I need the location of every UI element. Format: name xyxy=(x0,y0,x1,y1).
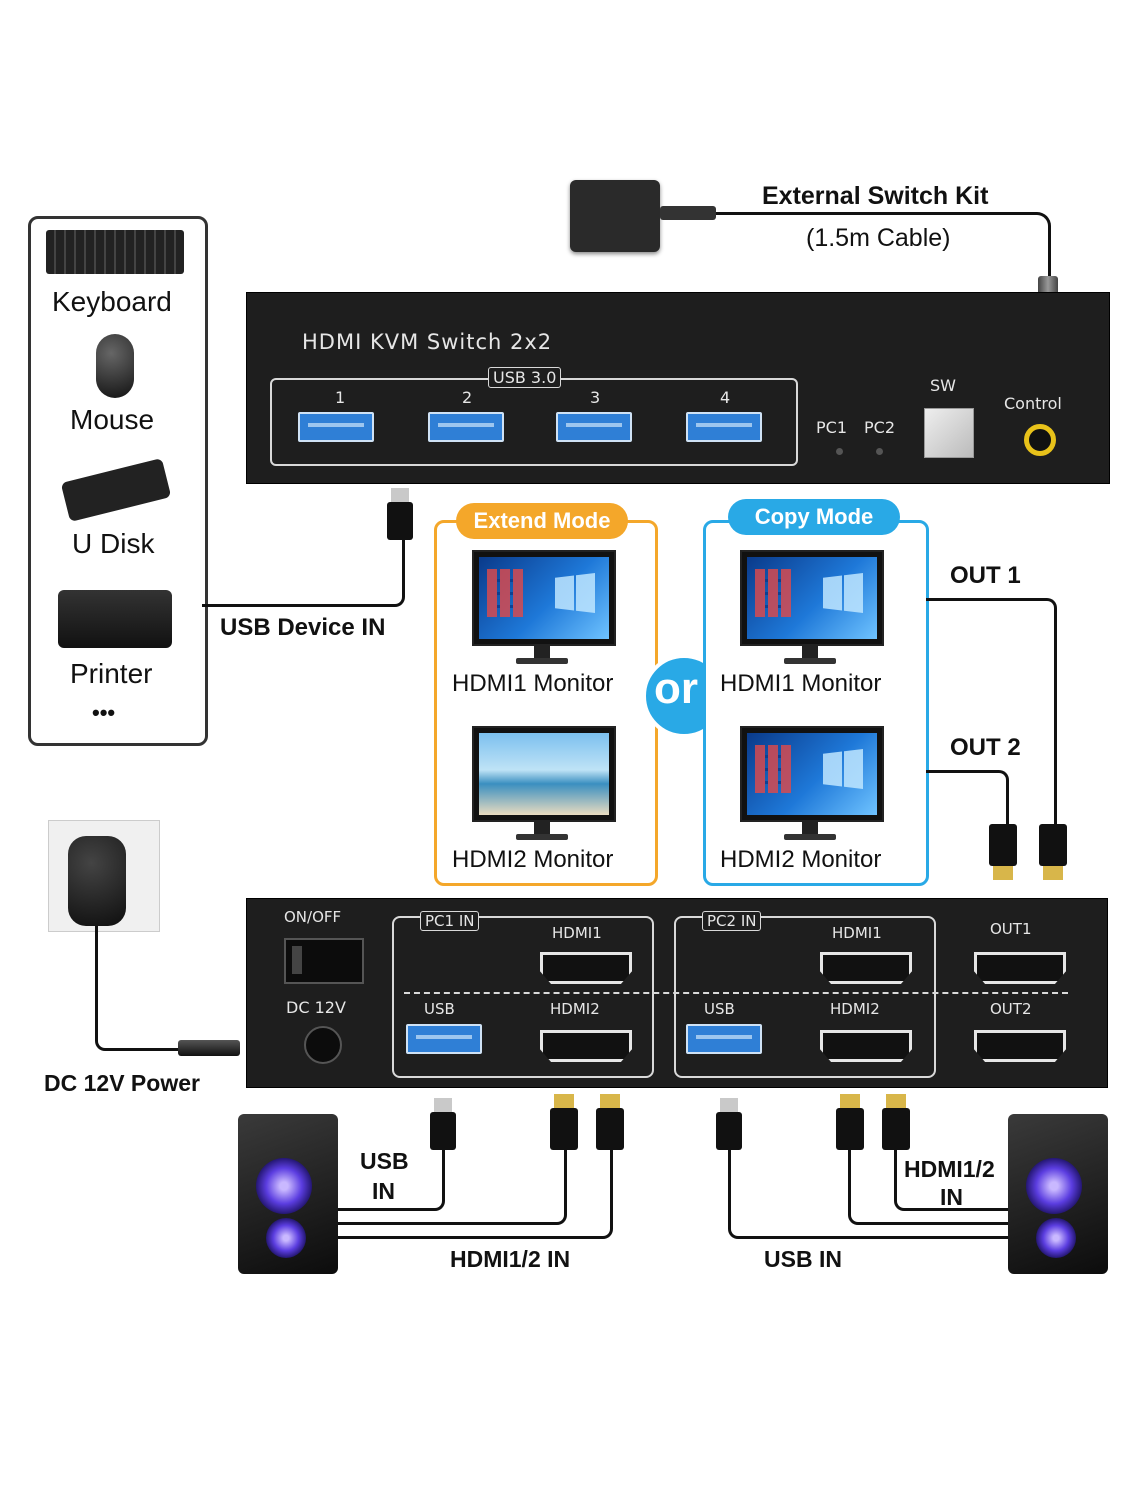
right-usb-in-label: USB IN xyxy=(764,1246,842,1272)
usb-port-number-3: 3 xyxy=(590,388,601,407)
out2-port-label: OUT2 xyxy=(990,1000,1032,1018)
pc2-usb-plug xyxy=(716,1098,742,1150)
usb-group-label: USB 3.0 xyxy=(488,367,562,388)
power-adapter-icon xyxy=(68,836,126,926)
pc2-hdmi2-label: HDMI2 xyxy=(830,1000,880,1018)
out2-hdmi-plug xyxy=(989,824,1017,880)
pc2-indicator-label: PC2 xyxy=(864,418,895,437)
left-usb-in-label-line2: IN xyxy=(372,1178,395,1204)
power-switch-rocker xyxy=(292,946,302,974)
pc2-hdmi2-wire xyxy=(894,1150,1013,1211)
out2-wire xyxy=(926,770,1009,827)
external-switch-cable-length: (1.5m Cable) xyxy=(806,224,951,252)
usb-port-4 xyxy=(686,412,762,442)
device-label-printer: Printer xyxy=(70,658,153,689)
pc2-led xyxy=(876,448,883,455)
out1-wire xyxy=(926,598,1057,827)
control-jack xyxy=(1024,424,1056,456)
device-label-keyboard: Keyboard xyxy=(52,286,172,317)
dc-jack xyxy=(304,1026,342,1064)
usb-device-in-label: USB Device IN xyxy=(220,614,386,641)
pc2-usb-wire xyxy=(728,1150,1013,1239)
pc2-usb-port xyxy=(686,1024,762,1054)
out1-port-label: OUT1 xyxy=(990,920,1032,938)
usb-port-number-2: 2 xyxy=(462,388,473,407)
pc1-hdmi1-plug xyxy=(550,1094,578,1150)
dc-12v-label: DC 12V xyxy=(286,998,346,1017)
extend-mode-title: Extend Mode xyxy=(456,503,628,539)
rear-divider xyxy=(404,992,1068,994)
device-label-mouse: Mouse xyxy=(70,404,155,435)
out1-label: OUT 1 xyxy=(950,562,1021,589)
pc1-led xyxy=(836,448,843,455)
usb-port-number-4: 4 xyxy=(720,388,731,407)
out2-label: OUT 2 xyxy=(950,734,1021,761)
power-switch-label: ON/OFF xyxy=(284,908,342,926)
out2-port xyxy=(974,1030,1066,1062)
usb-port-2 xyxy=(428,412,504,442)
usb-port-1 xyxy=(298,412,374,442)
usb-device-wire xyxy=(202,540,405,607)
sw-button xyxy=(924,408,974,458)
pc1-usb-label: USB xyxy=(424,1000,455,1018)
pc2-hdmi1-wire xyxy=(848,1150,1013,1225)
keyboard-icon xyxy=(46,230,184,274)
right-hdmi-in-label-line2: IN xyxy=(940,1184,963,1210)
dc-plug xyxy=(178,1040,240,1056)
copy-mode-title: Copy Mode xyxy=(728,499,900,535)
out1-hdmi-plug xyxy=(1039,824,1067,880)
pc1-hdmi2-wire xyxy=(336,1150,613,1239)
pc2-tower-icon xyxy=(1008,1114,1108,1274)
pc1-input-group xyxy=(392,916,654,1078)
usb-port-3 xyxy=(556,412,632,442)
power-wire xyxy=(95,926,188,1051)
pc2-group-label: PC2 IN xyxy=(702,911,762,931)
extend-hdmi2-monitor-label: HDMI2 Monitor xyxy=(452,846,614,873)
pc1-indicator-label: PC1 xyxy=(816,418,847,437)
usb-port-number-1: 1 xyxy=(335,388,346,407)
pc1-usb-plug xyxy=(430,1098,456,1150)
extend-hdmi1-monitor-label: HDMI1 Monitor xyxy=(452,670,614,697)
pc2-hdmi1-port xyxy=(820,952,912,984)
pc2-hdmi2-port xyxy=(820,1030,912,1062)
pc2-hdmi1-label: HDMI1 xyxy=(832,924,882,942)
pc2-hdmi1-plug xyxy=(836,1094,864,1150)
pc1-usb-port xyxy=(406,1024,482,1054)
pc1-usb-wire xyxy=(336,1150,445,1211)
kvm-title: HDMI KVM Switch 2x2 xyxy=(302,330,553,354)
pc1-hdmi1-port xyxy=(540,952,632,984)
pc2-input-group xyxy=(674,916,936,1078)
pc1-hdmi1-label: HDMI1 xyxy=(552,924,602,942)
out1-port xyxy=(974,952,1066,984)
copy-hdmi2-monitor-label: HDMI2 Monitor xyxy=(720,846,882,873)
pc1-hdmi2-plug xyxy=(596,1094,624,1150)
sw-label: SW xyxy=(930,376,956,395)
pc1-hdmi1-wire xyxy=(336,1150,567,1225)
left-hdmi-in-label: HDMI1/2 IN xyxy=(450,1246,571,1272)
printer-icon xyxy=(58,590,172,648)
dc-power-label: DC 12V Power xyxy=(44,1070,200,1096)
pc1-hdmi2-port xyxy=(540,1030,632,1062)
pc1-group-label: PC1 IN xyxy=(420,911,480,931)
control-label: Control xyxy=(1004,394,1062,413)
pc1-tower-icon xyxy=(238,1114,338,1274)
device-label-more: ••• xyxy=(92,700,116,725)
left-usb-in-label-line1: USB xyxy=(360,1148,409,1174)
switch-cable-connector xyxy=(660,206,716,220)
right-hdmi-in-label-line1: HDMI1/2 xyxy=(904,1156,995,1182)
external-switch-button xyxy=(570,180,660,252)
usb-device-plug xyxy=(387,488,413,540)
copy-hdmi1-monitor-label: HDMI1 Monitor xyxy=(720,670,882,697)
mouse-icon xyxy=(96,334,134,398)
pc2-usb-label: USB xyxy=(704,1000,735,1018)
pc2-hdmi2-plug xyxy=(882,1094,910,1150)
or-label: or xyxy=(654,664,698,713)
pc1-hdmi2-label: HDMI2 xyxy=(550,1000,600,1018)
switch-cable xyxy=(716,212,1051,305)
external-switch-title: External Switch Kit xyxy=(762,182,989,210)
device-label-u-disk: U Disk xyxy=(72,528,155,559)
